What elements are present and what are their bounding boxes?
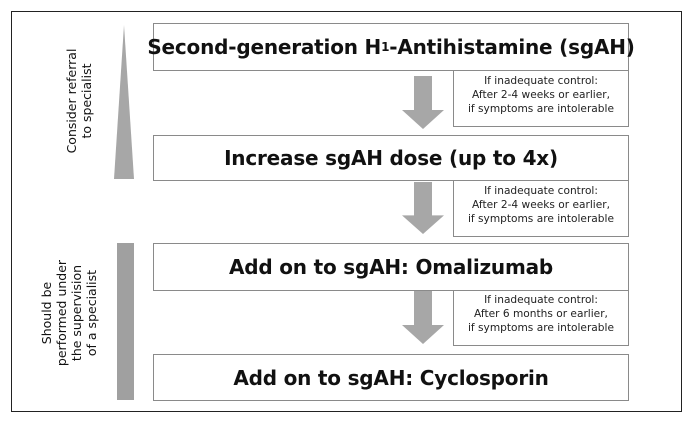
supervision-label-line: Should be [39,281,54,345]
increasing-wedge-icon [114,25,134,179]
note-line: if symptoms are intolerable [467,103,614,115]
supervision-label-line: performed under [54,259,69,367]
note-line: If inadequate control: [484,185,598,197]
note-line: if symptoms are intolerable [467,213,614,225]
supervision-bar [117,243,134,400]
down-arrow-icon [402,76,444,129]
note-line: After 2-4 weeks or earlier, [472,199,610,211]
escalation-note: If inadequate control: After 6 months or… [453,289,629,346]
step-box-omalizumab: Add on to sgAH: Omalizumab [153,243,629,291]
step-label: Increase sgAH dose (up to 4x) [224,146,558,170]
note-line: After 2-4 weeks or earlier, [472,89,610,101]
step-label: Add on to sgAH: Omalizumab [228,255,554,279]
note-line: After 6 months or earlier, [474,308,608,320]
step-label-subscript: 1 [381,40,390,54]
escalation-note: If inadequate control: After 2-4 weeks o… [453,70,629,127]
note-line: If inadequate control: [484,75,598,87]
step-box-cyclosporin: Add on to sgAH: Cyclosporin [153,354,629,401]
escalation-note: If inadequate control: After 2-4 weeks o… [453,180,629,237]
down-arrow-icon [402,291,444,344]
referral-side-label: Consider referral to specialist [64,49,94,154]
step-label: -Antihistamine (sgAH) [389,35,635,59]
step-label: Add on to sgAH: Cyclosporin [233,365,549,390]
supervision-label-line: the supervision [69,264,84,362]
referral-label-line: Consider referral [64,48,79,154]
referral-label-line: to specialist [79,63,94,139]
supervision-side-label: Should be performed under the supervisio… [39,260,99,366]
diagram-frame [11,11,682,412]
step-label: Second-generation H [147,35,382,59]
note-line: If inadequate control: [484,294,598,306]
down-arrow-icon [402,182,444,234]
step-box-increase-dose: Increase sgAH dose (up to 4x) [153,135,629,181]
supervision-label-line: of a specialist [84,269,99,357]
note-line: if symptoms are intolerable [467,322,614,334]
